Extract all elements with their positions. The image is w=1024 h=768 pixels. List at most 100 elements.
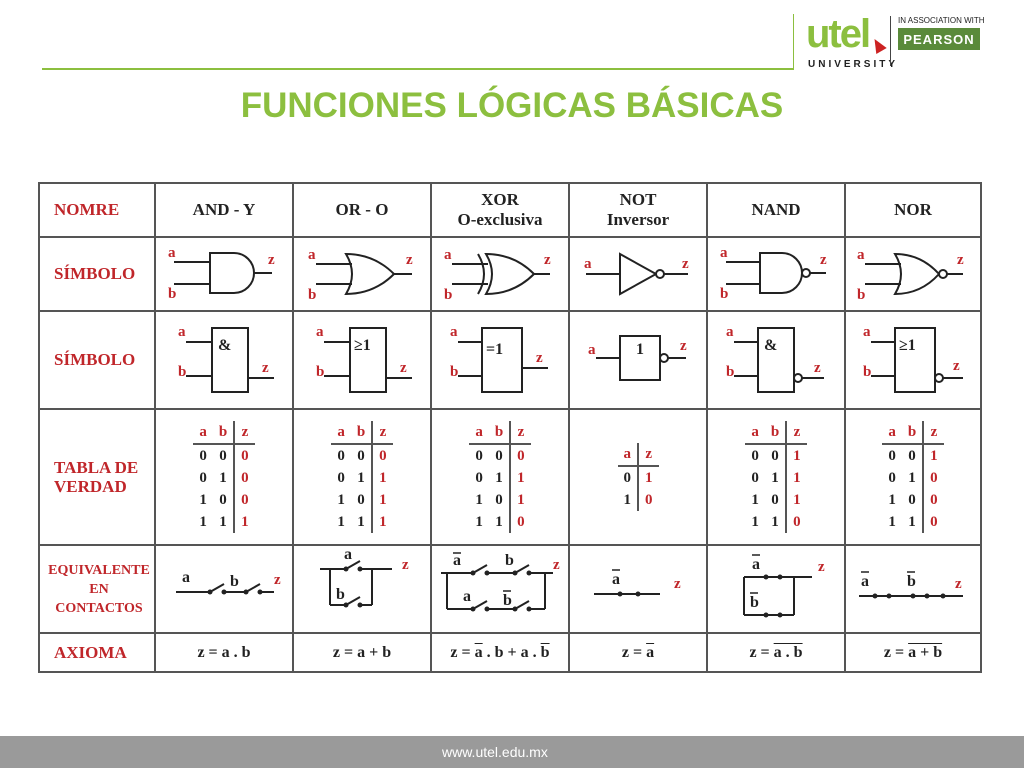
truth-input-cell: 1 <box>212 467 236 489</box>
and-iec-icon: & a b z <box>178 324 274 393</box>
label-b-neg: b <box>503 592 512 609</box>
truth-output-cell: 1 <box>379 492 387 508</box>
truth-output-cell: 1 <box>241 514 249 530</box>
rowhead-line: EQUIVALENTE <box>48 562 150 578</box>
not-iec-icon: 1 a z <box>588 335 687 381</box>
truth-header-cell: z <box>923 421 944 445</box>
truth-header-cell: b <box>212 421 236 445</box>
truth-input-cell: 0 <box>888 448 896 464</box>
xor-contacts-icon: a b a b z <box>441 552 560 612</box>
truth-input-cell: 1 <box>199 514 207 530</box>
gate-subname: Inversor <box>606 210 670 229</box>
symbol-or: a b z <box>292 236 432 312</box>
label-a: a <box>863 324 871 340</box>
iec-label: =1 <box>486 341 503 358</box>
truth-input-cell: 0 <box>888 470 896 486</box>
symbol-nor: a b z <box>844 236 982 312</box>
label-a-neg: a <box>752 556 760 573</box>
row-symbol-iec: SÍMBOLO & a b z ≥1 a b z <box>38 310 982 410</box>
header-divider <box>793 14 794 70</box>
footer-url[interactable]: www.utel.edu.mx <box>442 744 548 760</box>
truth-output-cell: 1 <box>517 470 525 486</box>
truth-input-cell: 1 <box>617 489 639 511</box>
truth-input-cell: 0 <box>751 448 759 464</box>
name-nand: NAND <box>706 182 846 238</box>
truth-input-cell: 1 <box>751 514 759 530</box>
label-z: z <box>674 576 681 592</box>
axiom-text: z = a + b <box>332 643 392 661</box>
truth-input-cell: 1 <box>475 492 483 508</box>
label-z: z <box>682 256 689 272</box>
truth-output-cell: 0 <box>930 514 938 530</box>
truth-header-cell: z <box>638 443 659 467</box>
axiom-or: z = a + b <box>292 632 432 673</box>
truth-input-cell: 1 <box>888 514 896 530</box>
contacts-nor: a b z <box>844 544 982 634</box>
truth-input-cell: 0 <box>199 470 207 486</box>
truth-input-cell: 1 <box>751 492 759 508</box>
truth-input-cell: 1 <box>350 511 374 533</box>
axiom-and: z = a . b <box>154 632 294 673</box>
iec-label: ≥1 <box>899 337 916 354</box>
axiom-text: z = a . b + a . b <box>450 644 549 661</box>
logo-association: IN ASSOCIATION WITH <box>898 16 985 25</box>
rowhead-truth: TABLA DE VERDAD <box>38 408 156 546</box>
label-b-neg: b <box>907 573 916 590</box>
name-nor: NOR <box>844 182 982 238</box>
logo-separator <box>890 16 891 66</box>
label-a-neg: a <box>612 571 620 588</box>
truth-input-cell: 1 <box>212 511 236 533</box>
label-a: a <box>584 256 592 272</box>
footer-bar: www.utel.edu.mx <box>0 736 1024 768</box>
label-z: z <box>400 360 407 376</box>
nand-iec-icon: & a b z <box>726 324 824 393</box>
axiom-text: z = a <box>622 644 654 661</box>
iec-label: & <box>218 337 231 354</box>
label-b: b <box>505 552 514 569</box>
truth-header-cell: a <box>331 421 351 445</box>
truth-input-cell: 1 <box>764 467 788 489</box>
truth-output-cell: 0 <box>517 448 525 464</box>
rowhead-line: EN <box>89 581 109 597</box>
truth-input-cell: 0 <box>901 489 925 511</box>
truth-output-cell: 1 <box>793 448 801 464</box>
axiom-part-negated: a . b <box>773 643 803 661</box>
and-gate-icon: a b z <box>168 246 275 302</box>
axiom-not: z = a <box>568 632 708 673</box>
label-a: a <box>726 324 734 340</box>
label-a: a <box>344 549 352 563</box>
truth-header-cell: z <box>786 421 807 445</box>
nor-gate-icon: a b z <box>857 247 964 302</box>
symbol-xor: a b z <box>430 236 570 312</box>
iec-label: ≥1 <box>354 337 371 354</box>
truth-input-cell: 0 <box>350 489 374 511</box>
truth-input-cell: 1 <box>350 467 374 489</box>
truth-input-cell: 0 <box>337 470 345 486</box>
truth-input-cell: 0 <box>617 466 639 489</box>
axiom-part: z = <box>450 643 475 661</box>
name-and: AND - Y <box>154 182 294 238</box>
axiom-part-negated: b <box>540 643 550 661</box>
gate-name: AND - Y <box>192 200 256 219</box>
iec-label: 1 <box>636 341 644 358</box>
contacts-or: a b z <box>292 544 432 634</box>
label-z: z <box>814 360 821 376</box>
label-a-neg: a <box>861 573 869 590</box>
label-z: z <box>953 358 960 374</box>
nand-gate-icon: a b z <box>720 246 827 302</box>
